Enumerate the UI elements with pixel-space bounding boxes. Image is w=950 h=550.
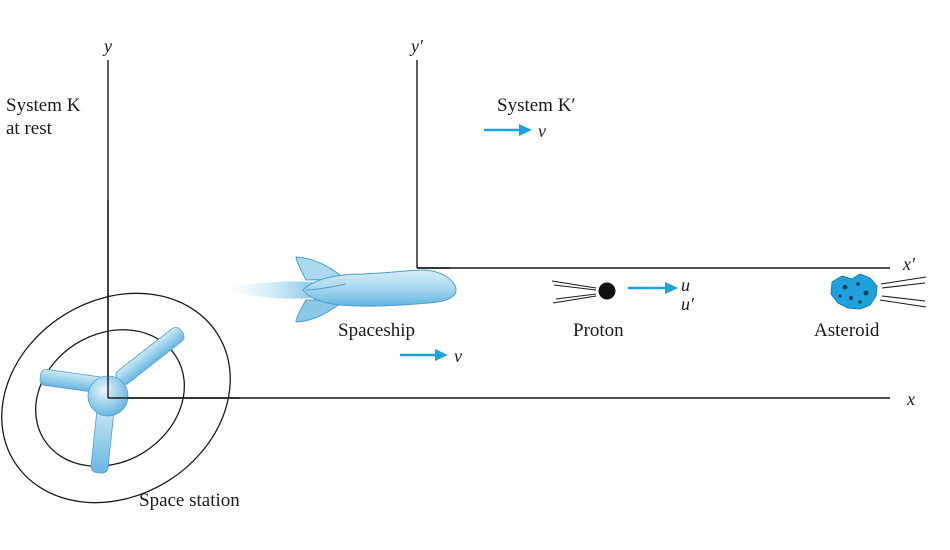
ship-body (302, 269, 457, 307)
spaceship-label: Spaceship (338, 320, 415, 341)
proton-velocity-arrow (628, 282, 678, 294)
space-station (1, 292, 231, 504)
space-station-label: Space station (139, 490, 240, 511)
frame-velocity-symbol: v⃗ (538, 121, 560, 141)
asteroid-label: Asteroid (814, 320, 880, 341)
spaceship-velocity-arrow (400, 349, 448, 361)
proton-speed-u: u (681, 275, 690, 295)
frame-velocity-arrow (484, 124, 532, 136)
spaceship (222, 256, 457, 323)
y-axis-label: y (102, 36, 112, 56)
system-k-at-rest-label: at rest (6, 118, 53, 139)
proton-label: Proton (573, 320, 624, 341)
ship-seam (305, 283, 347, 291)
proton-speed-u-prime: u′ (681, 294, 695, 314)
upper-fin (295, 256, 347, 281)
proton (598, 282, 616, 300)
proton-motion-lines (551, 280, 597, 304)
spaceship-velocity-symbol: v⃗ (454, 346, 476, 366)
station-outer-ring (1, 292, 231, 504)
asteroid-body (830, 273, 878, 310)
asteroid-motion-lines (879, 276, 927, 308)
y-prime-axis-label: y′ (409, 36, 424, 56)
station-inner-ring (35, 329, 185, 467)
x-axis-label: x (906, 389, 915, 409)
system-k-label: System K (6, 95, 81, 116)
asteroid (830, 273, 878, 310)
x-prime-axis-label: x′ (902, 254, 916, 274)
system-k-prime-label: System K′ (497, 95, 576, 116)
lower-fin (295, 299, 347, 323)
exhaust-plume (222, 281, 312, 299)
